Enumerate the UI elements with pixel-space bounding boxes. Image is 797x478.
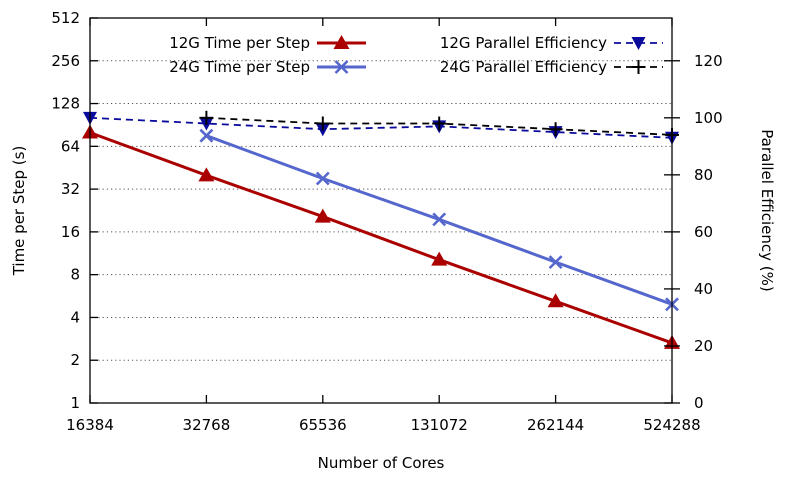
y-axis-right-title: Parallel Efficiency (%) — [758, 129, 776, 291]
x-tick-label: 16384 — [66, 416, 114, 434]
marker-stroke — [199, 128, 214, 143]
legend-label: 12G Parallel Efficiency — [440, 34, 607, 52]
marker-stroke — [315, 171, 330, 186]
legend: 12G Time per Step 24G Time per Step 12G Pa… — [169, 34, 663, 76]
x-tick-label: 524288 — [643, 416, 700, 434]
series-2 — [83, 111, 679, 145]
y-left-tick-label: 32 — [61, 180, 80, 198]
y-left-tick-label: 64 — [61, 137, 80, 155]
series-0 — [82, 124, 680, 349]
legend-marker — [631, 37, 646, 50]
y-left-tick-label: 16 — [61, 223, 80, 241]
gridlines — [90, 60, 672, 361]
axes: 1 2 4 8 16 32 64 128 256 512 0 20 40 60 80 100 120 16384 3… — [51, 9, 722, 434]
x-tick-label: 65536 — [299, 416, 347, 434]
series-line — [89, 116, 673, 139]
legend-marker — [334, 60, 349, 74]
series-1 — [199, 128, 679, 312]
marker-stroke — [334, 60, 349, 74]
data-point — [198, 167, 215, 182]
legend-entry: 12G Parallel Efficiency — [440, 34, 663, 52]
plot-frame — [89, 17, 673, 404]
legend-entry: 24G Parallel Efficiency — [440, 58, 663, 76]
y-right-tick-label: 80 — [694, 166, 713, 184]
y-left-tick-label: 512 — [51, 9, 80, 27]
data-point — [315, 171, 330, 186]
x-tick-label: 32768 — [183, 416, 231, 434]
y-left-tick-label: 8 — [70, 266, 80, 284]
y-right-tick-label: 20 — [694, 337, 713, 355]
data-point — [547, 293, 564, 308]
data-point — [548, 255, 563, 270]
x-tick-label: 262144 — [527, 416, 584, 434]
legend-entry: 12G Time per Step — [169, 34, 366, 52]
y-right-tick-label: 0 — [694, 394, 704, 412]
y-left-tick-label: 128 — [51, 95, 80, 113]
data-point — [432, 212, 447, 227]
y-axis-left-title: Time per Step (s) — [10, 146, 28, 277]
x-axis-title: Number of Cores — [318, 454, 445, 472]
data-point — [548, 122, 563, 137]
data-point — [199, 110, 214, 125]
legend-label: 24G Parallel Efficiency — [440, 58, 607, 76]
y-left-tick-label: 256 — [51, 52, 80, 70]
y-left-tick-label: 2 — [70, 351, 80, 369]
marker-stroke — [548, 255, 563, 270]
legend-label: 24G Time per Step — [169, 58, 310, 76]
legend-marker — [333, 35, 350, 49]
y-right-tick-label: 60 — [694, 223, 713, 241]
x-tick-label: 131072 — [411, 416, 468, 434]
legend-entry: 24G Time per Step — [169, 58, 366, 76]
data-point — [431, 251, 448, 266]
y-left-tick-label: 1 — [70, 394, 80, 412]
y-right-tick-label: 100 — [694, 109, 723, 127]
data-point — [314, 208, 331, 223]
marker-stroke — [432, 212, 447, 227]
y-left-tick-label: 4 — [70, 308, 80, 326]
legend-marker — [631, 60, 646, 74]
data-point — [432, 116, 447, 131]
series-line — [89, 131, 673, 345]
y-right-tick-label: 120 — [694, 52, 723, 70]
data-point — [315, 116, 330, 131]
legend-label: 12G Time per Step — [169, 34, 310, 52]
y-right-tick-label: 40 — [694, 280, 713, 298]
data-point — [199, 128, 214, 143]
